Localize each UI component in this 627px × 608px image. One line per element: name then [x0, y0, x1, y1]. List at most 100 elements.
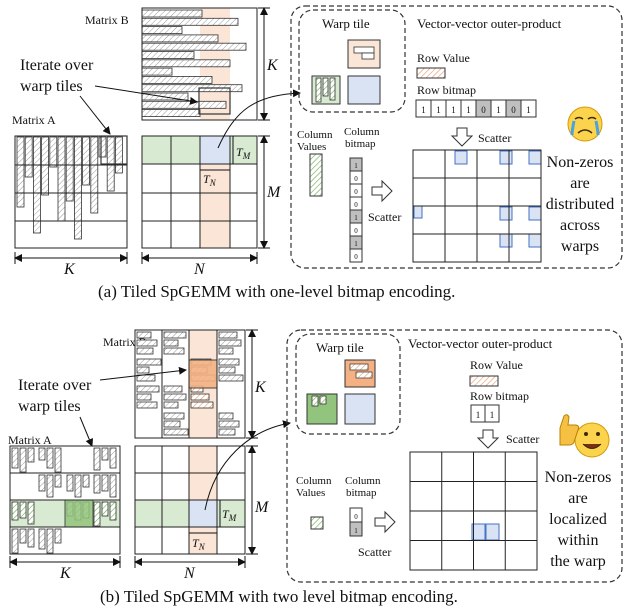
dim-k-right-b: K: [254, 379, 267, 396]
bitmap-bit: 1: [354, 214, 358, 222]
sparse-row: [136, 374, 156, 382]
column-values-label-b-line1: Column: [296, 475, 332, 487]
sparse-row: [218, 339, 242, 347]
sparse-col: [115, 136, 123, 174]
note-line: within: [558, 532, 599, 549]
scatter-right-arrow-b: [374, 510, 396, 534]
sparse-col: [65, 136, 74, 202]
warp-tile-c-block: [347, 75, 381, 105]
sparse-row: [136, 393, 152, 401]
sparse-row: [218, 374, 244, 382]
caption-b: (b) Tiled SpGEMM with two level bitmap e…: [100, 587, 458, 606]
thumbs-up-face-icon: [559, 414, 610, 458]
sparse-row: [163, 339, 179, 347]
matrix-a-a: [14, 135, 128, 249]
sparse-col: [11, 447, 19, 469]
sparse-col: [109, 474, 117, 498]
sparse-row: [163, 412, 185, 420]
bitmap-bit: 1: [421, 105, 426, 115]
bitmap-bit: 0: [511, 105, 516, 115]
row-bitmap-label-b: Row bitmap: [470, 389, 529, 403]
column-values-label-line2: Values: [297, 141, 326, 153]
sparse-row: [218, 366, 236, 374]
note-line: are: [568, 490, 588, 507]
sparse-row: [218, 347, 234, 355]
sparse-col: [33, 136, 41, 234]
sparse-row: [218, 412, 234, 420]
matrix-c-a: [141, 135, 258, 249]
row-value-label-b: Row Value: [470, 358, 523, 372]
sparse-col: [19, 501, 27, 519]
scatter-label-top-b: Scatter: [506, 432, 539, 446]
sparse-col: [74, 136, 82, 240]
sparse-row: [136, 401, 158, 409]
iterate-arrow-b: [94, 85, 198, 105]
matrix-b-rows: [141, 9, 247, 117]
sparse-row: [136, 347, 154, 355]
scatter-down-arrow: [450, 127, 474, 147]
sparse-col: [101, 501, 109, 517]
nonzero-cell: [499, 233, 513, 248]
bitmap-cell: [349, 248, 363, 263]
row-value-box: [416, 67, 446, 79]
panel-b: Matrix B K Iterate over warp tiles Matri…: [8, 329, 623, 606]
matrix-a-b: [9, 445, 121, 555]
bitmap-bit: 1: [354, 527, 358, 535]
bitmap-bit: 1: [526, 105, 531, 115]
tile-m-label-b: TM: [222, 507, 237, 523]
sparse-col: [41, 136, 49, 196]
sparse-col: [46, 474, 54, 498]
warp-tile-a: [100, 135, 128, 165]
nonzero-cell: [413, 205, 423, 219]
scatter-label-side: Scatter: [368, 210, 401, 224]
tile-n-label: TN: [203, 172, 217, 188]
nonzero-cell: [528, 206, 542, 221]
iterate-label-line2: warp tiles: [20, 78, 83, 95]
column-values-box-b: [310, 516, 324, 530]
bitmap-bit: 1: [496, 105, 501, 115]
bitmap-bit: 0: [354, 188, 358, 196]
caption-a: (a) Tiled SpGEMM with one-level bitmap e…: [98, 282, 455, 301]
iterate-label-b-line2: warp tiles: [18, 398, 81, 415]
dim-n-b: N: [183, 565, 196, 582]
column-values-label-b-line2: Values: [296, 487, 325, 499]
row-value-box-b: [469, 375, 499, 387]
sparse-col: [27, 501, 35, 525]
sparse-row: [141, 109, 201, 117]
sparse-row: [218, 428, 236, 436]
bitmap-cell: [484, 404, 500, 423]
sparse-row: [141, 100, 227, 109]
matrix-b-b: [134, 329, 246, 439]
column-bitmap-label-b-line1: Column: [345, 475, 381, 487]
sparse-row: [218, 420, 240, 428]
matrix-b-label-b: Matrix B: [103, 335, 147, 349]
outer-product-box-b: [286, 329, 623, 583]
sparse-col: [38, 474, 46, 492]
column-bitmap-label-b-line2: bitmap: [346, 487, 377, 499]
sparse-row: [218, 358, 240, 366]
sparse-row: [141, 17, 239, 26]
sparse-row: [141, 26, 183, 35]
bitmap-bit: 1: [476, 410, 481, 420]
sparse-row: [141, 59, 231, 68]
sparse-col: [82, 136, 90, 186]
sparse-col: [27, 528, 35, 548]
sparse-col: [93, 474, 101, 494]
sparse-row: [136, 339, 158, 347]
scatter-right-arrow: [371, 179, 393, 203]
note-line: Non-zeros: [547, 154, 614, 171]
sparse-row: [163, 385, 183, 393]
sparse-col: [38, 447, 46, 461]
warp-tile-b-b: [188, 359, 218, 389]
note-line: warps: [561, 238, 599, 255]
bitmap-bit: 0: [354, 175, 358, 183]
vv-label: Vector-vector outer-product: [417, 16, 562, 31]
note-line: are: [570, 175, 590, 192]
row-value-label: Row Value: [417, 51, 470, 65]
column-bitmap-label-line2: bitmap: [345, 138, 376, 150]
column-bitmap-b: 01: [349, 507, 363, 537]
nonzero-cell: [485, 523, 500, 541]
